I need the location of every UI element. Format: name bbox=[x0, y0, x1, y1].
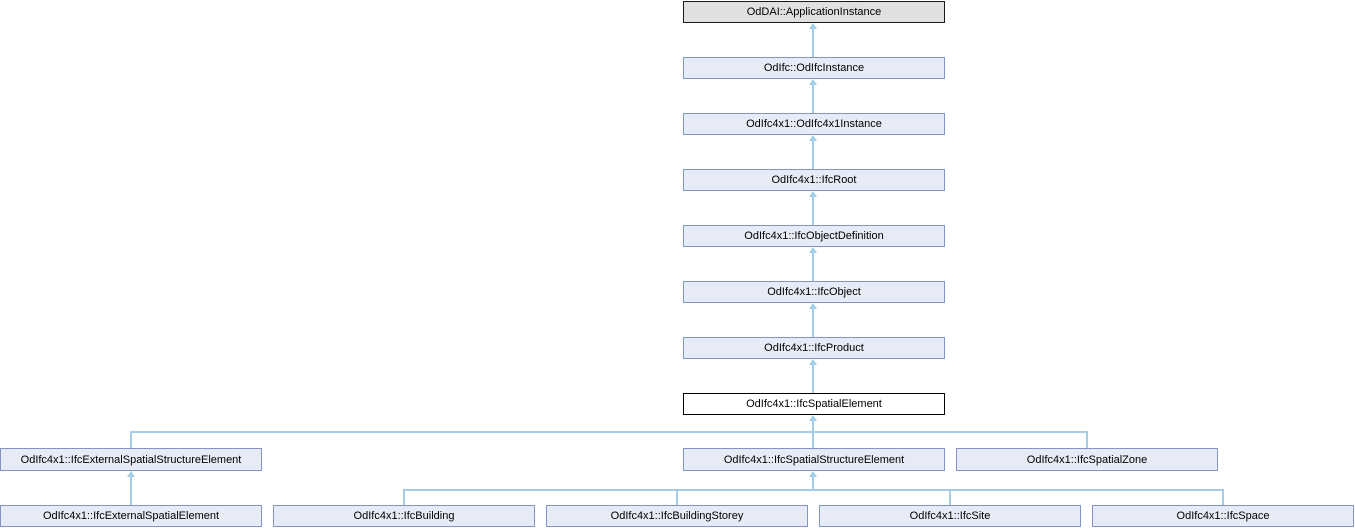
class-node-ifc-external-spatial-element[interactable]: OdIfc4x1::IfcExternalSpatialElement bbox=[0, 505, 262, 527]
class-node-application-instance: OdDAI::ApplicationInstance bbox=[683, 1, 945, 23]
inheritance-edge bbox=[812, 308, 814, 337]
inheritance-edge bbox=[1222, 489, 1224, 505]
inheritance-arrowhead-icon bbox=[127, 471, 135, 477]
class-node-ifc-spatial-zone[interactable]: OdIfc4x1::IfcSpatialZone bbox=[956, 448, 1218, 471]
inheritance-edge bbox=[130, 476, 132, 505]
class-node-ifc-product[interactable]: OdIfc4x1::IfcProduct bbox=[683, 337, 945, 359]
class-node-ifc-spatial-structure-element[interactable]: OdIfc4x1::IfcSpatialStructureElement bbox=[683, 448, 945, 471]
inheritance-edge bbox=[403, 489, 405, 505]
inheritance-edge bbox=[812, 196, 814, 225]
class-node-odifc4x1-instance[interactable]: OdIfc4x1::OdIfc4x1Instance bbox=[683, 113, 945, 135]
inheritance-edge bbox=[949, 489, 951, 505]
class-node-ifc-space[interactable]: OdIfc4x1::IfcSpace bbox=[1092, 505, 1354, 527]
inheritance-arrowhead-icon bbox=[809, 135, 817, 141]
inheritance-arrowhead-icon bbox=[809, 303, 817, 309]
inheritance-arrowhead-icon bbox=[809, 79, 817, 85]
inheritance-arrowhead-icon bbox=[809, 359, 817, 365]
class-node-ifc-site[interactable]: OdIfc4x1::IfcSite bbox=[819, 505, 1081, 527]
inheritance-edge bbox=[403, 489, 1224, 491]
inheritance-edge bbox=[812, 476, 814, 490]
inheritance-arrowhead-icon bbox=[809, 415, 817, 421]
class-node-odifc-instance[interactable]: OdIfc::OdIfcInstance bbox=[683, 57, 945, 79]
inheritance-edge bbox=[812, 140, 814, 169]
inheritance-edge bbox=[1086, 431, 1088, 448]
inheritance-arrowhead-icon bbox=[809, 247, 817, 253]
inheritance-edge bbox=[812, 420, 814, 448]
inheritance-edge bbox=[812, 364, 814, 393]
class-node-ifc-external-spatial-structure-element[interactable]: OdIfc4x1::IfcExternalSpatialStructureEle… bbox=[0, 448, 262, 471]
inheritance-edge bbox=[812, 84, 814, 113]
inheritance-edge bbox=[812, 28, 814, 57]
inheritance-arrowhead-icon bbox=[809, 471, 817, 477]
class-node-ifc-building[interactable]: OdIfc4x1::IfcBuilding bbox=[273, 505, 535, 527]
inheritance-edge bbox=[130, 431, 1088, 433]
inheritance-edge bbox=[130, 431, 132, 448]
class-node-ifc-building-storey[interactable]: OdIfc4x1::IfcBuildingStorey bbox=[546, 505, 808, 527]
class-node-ifc-object[interactable]: OdIfc4x1::IfcObject bbox=[683, 281, 945, 303]
inheritance-edge bbox=[812, 252, 814, 281]
class-node-ifc-spatial-element-current: OdIfc4x1::IfcSpatialElement bbox=[683, 393, 945, 415]
inheritance-arrowhead-icon bbox=[809, 23, 817, 29]
inheritance-arrowhead-icon bbox=[809, 191, 817, 197]
inheritance-edge bbox=[676, 489, 678, 505]
class-node-ifc-object-definition[interactable]: OdIfc4x1::IfcObjectDefinition bbox=[683, 225, 945, 247]
class-node-ifc-root[interactable]: OdIfc4x1::IfcRoot bbox=[683, 169, 945, 191]
